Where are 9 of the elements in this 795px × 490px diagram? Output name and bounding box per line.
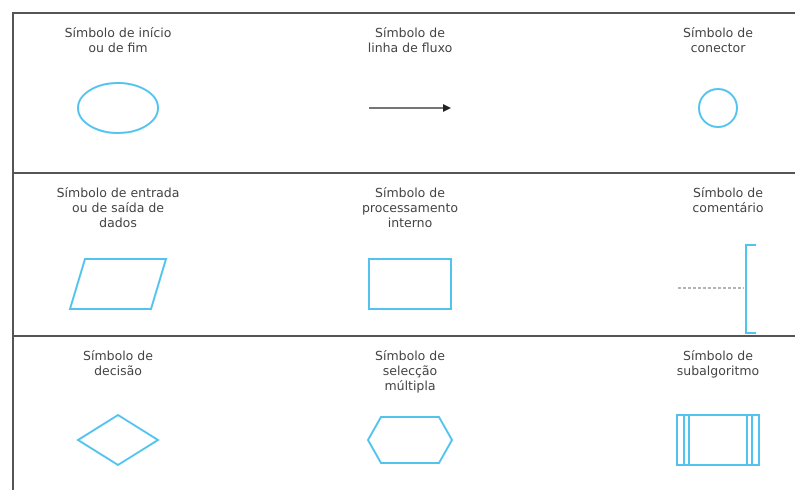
symbol-caption: Símbolo de linha de fluxo <box>366 25 454 55</box>
symbol-caption: Símbolo de decisão <box>82 348 154 378</box>
symbol-caption: Símbolo de selecção múltipla <box>374 348 446 393</box>
symbol-caption: Símbolo de comentário <box>691 185 765 215</box>
symbol-caption: Símbolo de início ou de fim <box>64 25 172 55</box>
symbol-caption: Símbolo de conector <box>682 25 754 55</box>
symbol-caption: Símbolo de entrada ou de saída de dados <box>56 185 180 230</box>
symbol-caption: Símbolo de subalgoritmo <box>676 348 760 378</box>
symbol-caption: Símbolo de processamento interno <box>360 185 460 230</box>
